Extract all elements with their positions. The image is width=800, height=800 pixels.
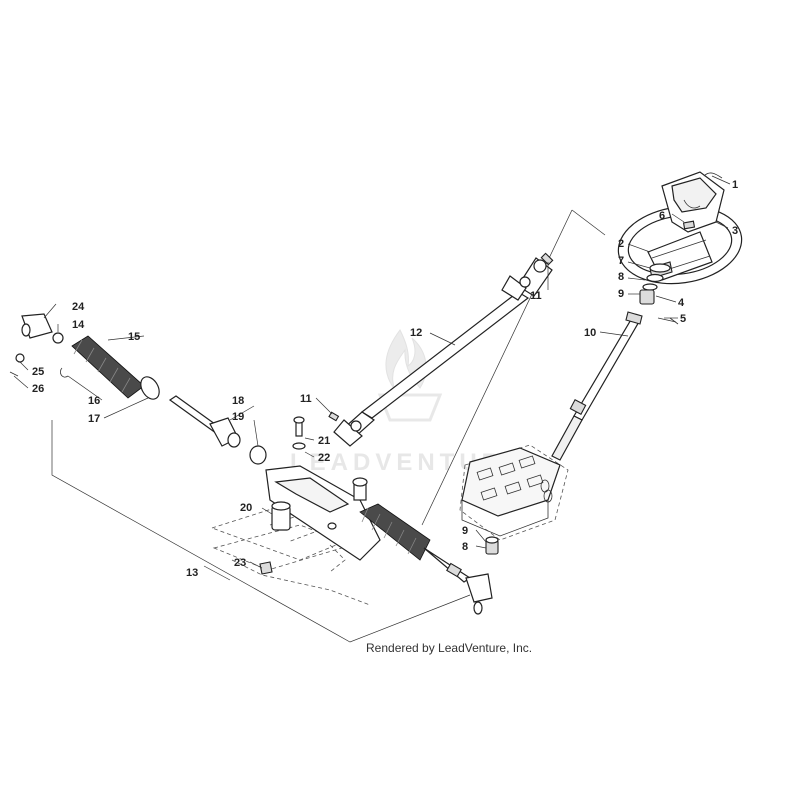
rack-mount-20 <box>259 501 291 575</box>
callout-10: 10 <box>584 327 596 339</box>
clamp-17 <box>140 376 160 400</box>
callout-9-lower: 9 <box>462 525 468 537</box>
bushing-19 <box>249 445 267 465</box>
right-tie-rod <box>423 547 493 615</box>
nut-23 <box>259 561 273 575</box>
callout-11-lower: 11 <box>300 393 312 405</box>
callout-13: 13 <box>186 567 198 579</box>
callout-8-lower: 8 <box>462 541 468 553</box>
callout-1: 1 <box>732 179 738 191</box>
left-inner-rod <box>168 395 267 465</box>
steering-shaft-10 <box>551 311 643 461</box>
callout-11-upper: 11 <box>530 290 542 302</box>
column-support-frame <box>421 209 606 541</box>
right-bellows-boot <box>359 503 431 561</box>
intermediate-shaft-12 <box>328 252 554 447</box>
callout-14: 14 <box>72 319 85 331</box>
assembly-bracket-13 <box>51 420 471 643</box>
callout-7: 7 <box>618 255 624 267</box>
column-lower-parts <box>485 536 499 555</box>
clamp-16 <box>60 367 69 378</box>
callout-4: 4 <box>678 297 685 309</box>
hub-spacers <box>639 263 679 325</box>
callout-9: 9 <box>618 288 624 300</box>
callout-18: 18 <box>232 395 244 407</box>
callout-3: 3 <box>732 225 738 237</box>
washer-22 <box>292 442 306 450</box>
callout-15: 15 <box>128 331 140 343</box>
callout-6: 6 <box>659 210 665 222</box>
callout-17: 17 <box>88 413 100 425</box>
callout-2: 2 <box>618 238 624 250</box>
callout-25: 25 <box>32 366 44 378</box>
steering-rack <box>265 465 381 561</box>
callout-8: 8 <box>618 271 624 283</box>
callout-23: 23 <box>234 557 246 569</box>
callout-16: 16 <box>88 395 100 407</box>
credit-text: Rendered by LeadVenture, Inc. <box>366 641 532 655</box>
center-cap-3 <box>661 171 725 233</box>
callout-labels: 1 6 3 2 7 8 9 4 5 10 11 12 11 21 22 18 1… <box>32 179 738 579</box>
callout-12: 12 <box>410 327 422 339</box>
callout-19: 19 <box>232 411 244 423</box>
leader-lines <box>13 175 731 569</box>
callout-26: 26 <box>32 383 44 395</box>
left-tie-rod-end-24 <box>9 313 64 377</box>
nut-25 <box>15 353 25 363</box>
callout-5: 5 <box>680 313 686 325</box>
bolt-21 <box>292 416 306 450</box>
cotter-pin-26 <box>9 371 19 377</box>
callout-22: 22 <box>318 452 330 464</box>
callout-20: 20 <box>240 502 252 514</box>
left-bellows-boot-15 <box>60 335 160 400</box>
callout-24: 24 <box>72 301 85 313</box>
nut-14 <box>52 332 64 344</box>
callout-21: 21 <box>318 435 330 447</box>
